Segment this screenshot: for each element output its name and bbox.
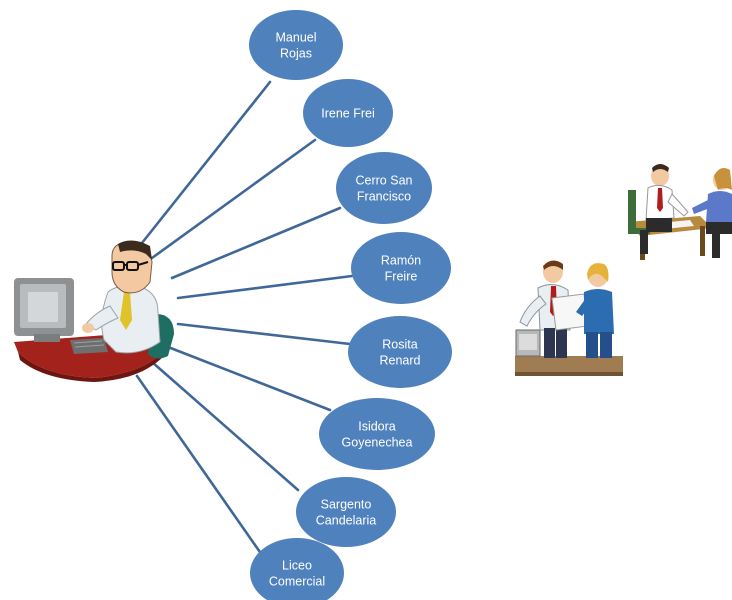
person-at-computer-icon bbox=[14, 240, 174, 382]
connector-line bbox=[166, 345, 332, 412]
node-label: Francisco bbox=[357, 190, 411, 204]
node-ellipse bbox=[348, 316, 452, 388]
node-ellipse bbox=[303, 79, 393, 147]
connector-line bbox=[150, 360, 300, 492]
node-ellipse bbox=[351, 232, 451, 304]
connector-line bbox=[150, 138, 317, 260]
node-ellipse bbox=[250, 538, 344, 600]
node-ellipse bbox=[319, 398, 435, 470]
node-label: Isidora bbox=[358, 420, 396, 434]
node-label: Rojas bbox=[280, 47, 312, 61]
node-label: Irene Frei bbox=[321, 107, 375, 121]
node-label: Comercial bbox=[269, 575, 325, 589]
connector-lines bbox=[135, 80, 354, 557]
node-ellipse bbox=[249, 10, 343, 80]
node-ellipse bbox=[336, 152, 432, 224]
diagram-node: Irene Frei bbox=[303, 79, 393, 147]
node-label: Rosita bbox=[382, 338, 417, 352]
node-label: Renard bbox=[380, 354, 421, 368]
connector-line bbox=[176, 322, 352, 346]
connector-line bbox=[176, 274, 354, 300]
colleagues-with-document-image bbox=[515, 260, 623, 376]
node-label: Freire bbox=[385, 270, 418, 284]
meeting-at-desk-image bbox=[628, 164, 732, 260]
connector-line bbox=[136, 80, 272, 250]
node-ellipse bbox=[296, 477, 396, 547]
node-label: Candelaria bbox=[316, 514, 377, 528]
node-label: Sargento bbox=[321, 498, 372, 512]
node-label: Liceo bbox=[282, 559, 312, 573]
node-label: Ramón bbox=[381, 254, 421, 268]
node-label: Cerro San bbox=[356, 174, 413, 188]
node-label: Manuel bbox=[276, 31, 317, 45]
node-label: Goyenechea bbox=[342, 436, 413, 450]
connector-line bbox=[170, 206, 342, 280]
connector-line bbox=[135, 374, 264, 557]
